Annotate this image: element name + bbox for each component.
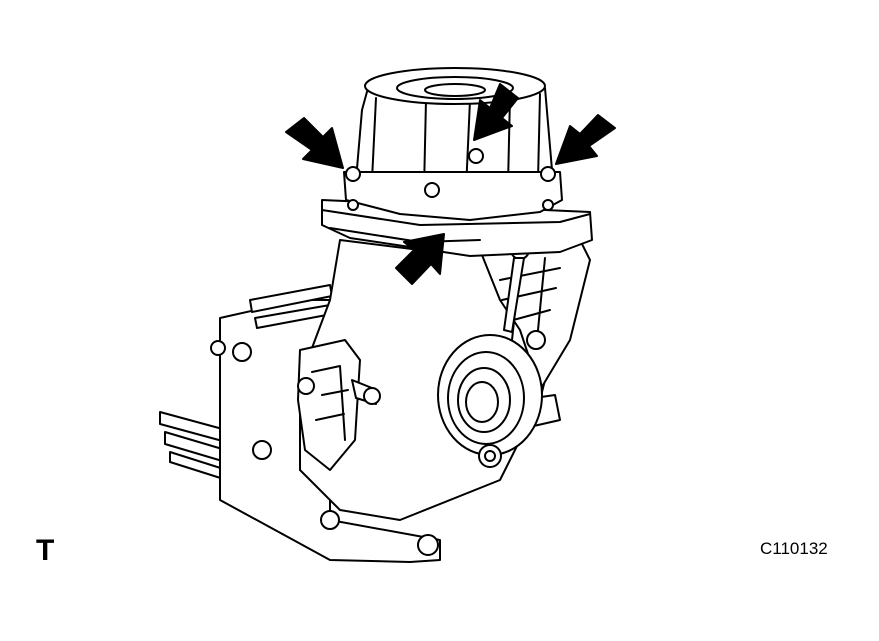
bracket-rods xyxy=(249,284,333,329)
arrow-right-bolt xyxy=(555,114,616,165)
arrow-top-bolt xyxy=(473,83,519,141)
housing-stud-2 xyxy=(526,330,546,350)
bracket-side-stud xyxy=(210,340,226,356)
output-flange xyxy=(437,334,543,456)
arrow-left-bolt xyxy=(285,117,344,169)
bracket-bolt-2 xyxy=(252,440,272,460)
bracket-bolt-4 xyxy=(417,534,439,556)
shift-housing-details xyxy=(311,365,349,441)
shift-bolt xyxy=(297,377,315,395)
flange-bolt-inner xyxy=(484,450,496,462)
housing-link-rod xyxy=(503,257,525,333)
shift-shaft-end xyxy=(363,387,381,405)
figure-code: C110132 xyxy=(760,539,828,558)
bracket-bolt-3 xyxy=(320,510,340,530)
mounting-bolts xyxy=(345,148,556,211)
bracket-bolt-1 xyxy=(232,342,252,362)
arrow-front-bolt xyxy=(395,233,445,285)
corner-mark: T xyxy=(36,534,55,567)
